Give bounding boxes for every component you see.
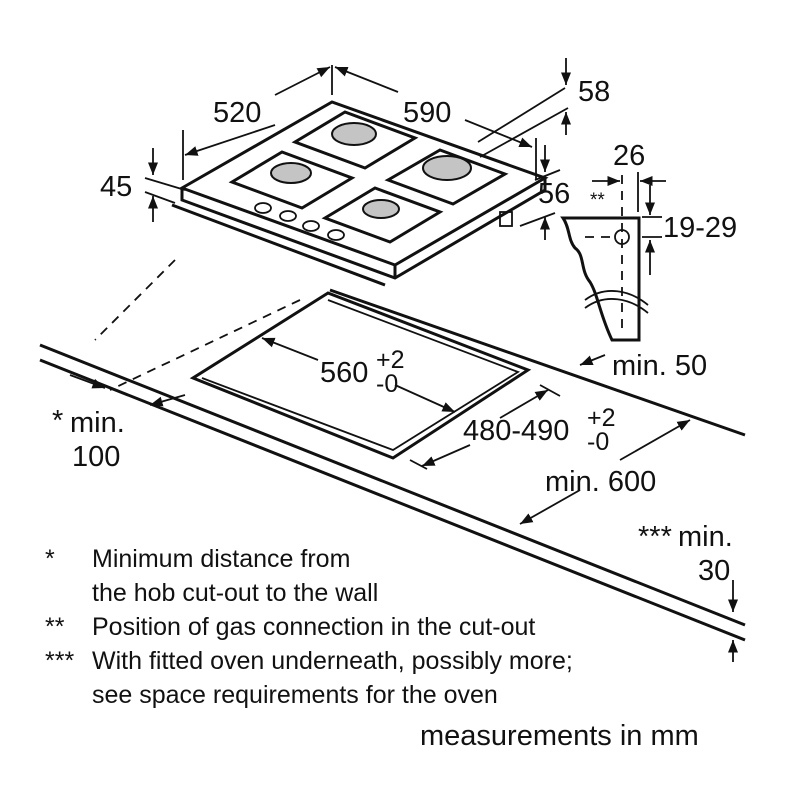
dim-min-100-l1: min. [70, 407, 125, 439]
pan-support-back [291, 110, 419, 170]
dim-min-600: min. 600 [545, 466, 656, 498]
dim-cutout-width: 560 [320, 357, 368, 389]
pan-support-front [321, 186, 444, 244]
tol-minus-depth: -0 [587, 428, 609, 456]
tol-minus: -0 [376, 370, 398, 398]
dim-min-30-l2: 30 [698, 555, 730, 587]
note-3-line-2: see space requirements for the oven [92, 681, 498, 709]
gas-connection-detail [560, 172, 666, 342]
note-1-marker: * [45, 545, 55, 573]
note-2-line-1: Position of gas connection in the cut-ou… [92, 613, 535, 641]
control-knobs [254, 202, 513, 241]
oven-marker: *** [638, 521, 672, 553]
dim-connection-19-29: 19-29 [663, 212, 737, 244]
wall-marker: * [52, 405, 63, 437]
units-note: measurements in mm [420, 720, 699, 752]
worktop [39, 259, 746, 642]
dim-min-50: min. 50 [612, 350, 707, 382]
note-1-line-2: the hob cut-out to the wall [92, 579, 378, 607]
pan-support-right [384, 148, 509, 206]
dim-min-30-l1: min. [678, 521, 733, 553]
note-1-line-1: Minimum distance from [92, 545, 350, 573]
dim-height-45: 45 [100, 171, 132, 203]
dim-height-56: 56 [538, 178, 570, 210]
dim-height-58: 58 [578, 76, 610, 108]
tol-plus: +2 [376, 346, 405, 374]
dimension-lines [69, 58, 739, 662]
note-2-marker: ** [45, 613, 65, 641]
dim-connection-26: 26 [613, 140, 645, 172]
dim-width-590: 590 [403, 97, 451, 129]
dim-min-100-l2: 100 [72, 441, 120, 473]
connection-marker: ** [590, 190, 605, 211]
cutout [189, 291, 532, 460]
dim-depth-520: 520 [213, 97, 261, 129]
dim-cutout-depth: 480-490 [463, 415, 569, 447]
note-3-marker: *** [45, 647, 74, 675]
notes: * Minimum distance from the hob cut-out … [45, 545, 573, 709]
tol-plus-depth: +2 [587, 404, 616, 432]
pan-support-left [228, 150, 356, 210]
hob [171, 100, 549, 287]
note-3-line-1: With fitted oven underneath, possibly mo… [92, 647, 573, 675]
